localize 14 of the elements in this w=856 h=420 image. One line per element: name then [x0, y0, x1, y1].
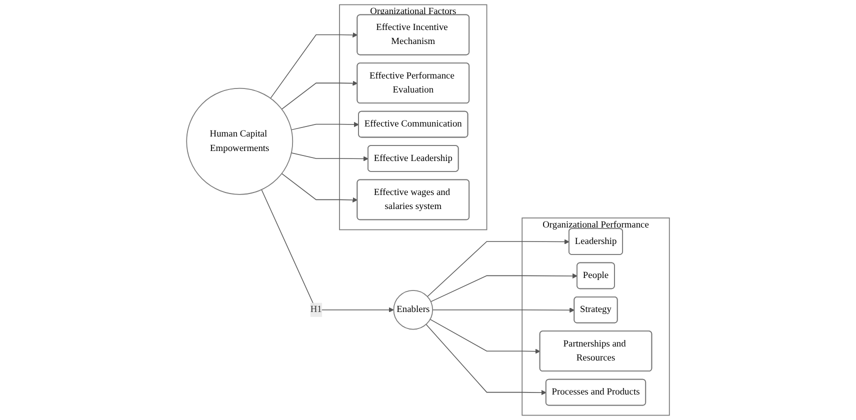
- arrow: [290, 122, 360, 130]
- arrow: [281, 80, 358, 110]
- arrow: [281, 173, 358, 202]
- arrow: [290, 152, 368, 162]
- arrow: [270, 32, 358, 99]
- arrow: [432, 308, 575, 313]
- node-circle: Enablers: [393, 290, 434, 330]
- arrow: [427, 239, 570, 297]
- arrow: [426, 324, 546, 396]
- node-circle: Human Capital Empowerments: [186, 88, 294, 195]
- edge-label: H1: [310, 304, 322, 315]
- arrow: [430, 273, 578, 302]
- arrow: [261, 189, 394, 312]
- arrow: [430, 318, 540, 354]
